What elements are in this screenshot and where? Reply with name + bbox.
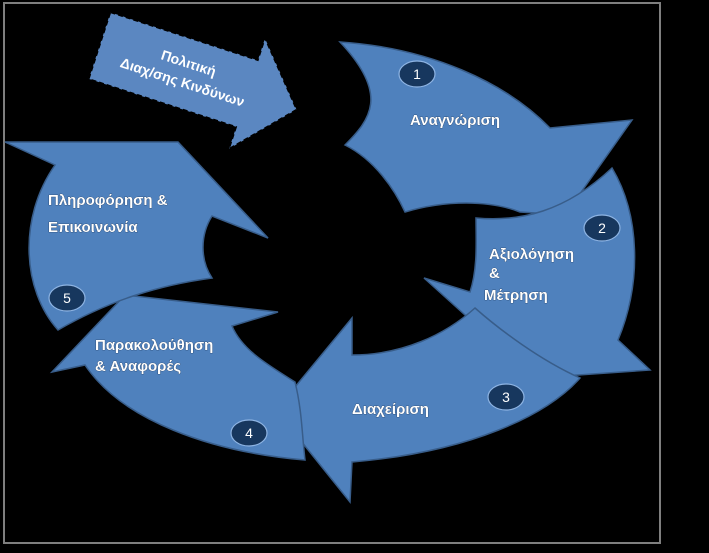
badge-step-3: 3 bbox=[487, 383, 525, 411]
badge-step-4: 4 bbox=[230, 419, 268, 447]
step-5-label-line1: Πληροφόρηση & bbox=[48, 192, 168, 209]
policy-arrow-group: Πολιτική Διαχ/σης Κινδύνων bbox=[87, 11, 298, 151]
step-2-label-line3: Μέτρηση bbox=[484, 287, 548, 304]
step-3-label: Διαχείριση bbox=[352, 401, 429, 418]
badge-step-2: 2 bbox=[583, 214, 621, 242]
step-2-label-line1: Αξιολόγηση bbox=[489, 246, 574, 263]
step-4-label-line1: Παρακολούθηση bbox=[95, 337, 213, 354]
badge-step-3-number: 3 bbox=[502, 389, 510, 405]
badge-step-2-number: 2 bbox=[598, 220, 606, 236]
step-1-label: Αναγνώριση bbox=[410, 112, 500, 129]
arrow-step-4-monitoring bbox=[49, 294, 306, 461]
step-4-label-line2: & Αναφορές bbox=[95, 358, 181, 375]
step-5-label-line2: Επικοινωνία bbox=[48, 219, 138, 236]
step-2-label-line2: & bbox=[489, 265, 500, 282]
badge-step-4-number: 4 bbox=[245, 425, 253, 441]
policy-arrow bbox=[87, 11, 298, 151]
badge-step-5-number: 5 bbox=[63, 290, 71, 306]
diagram-frame bbox=[3, 2, 661, 544]
arrow-step-3-management bbox=[275, 306, 582, 505]
badge-step-1: 1 bbox=[398, 60, 436, 88]
arrow-step-5-communication bbox=[4, 141, 269, 331]
badge-step-1-number: 1 bbox=[413, 66, 421, 82]
badge-step-5: 5 bbox=[48, 284, 86, 312]
